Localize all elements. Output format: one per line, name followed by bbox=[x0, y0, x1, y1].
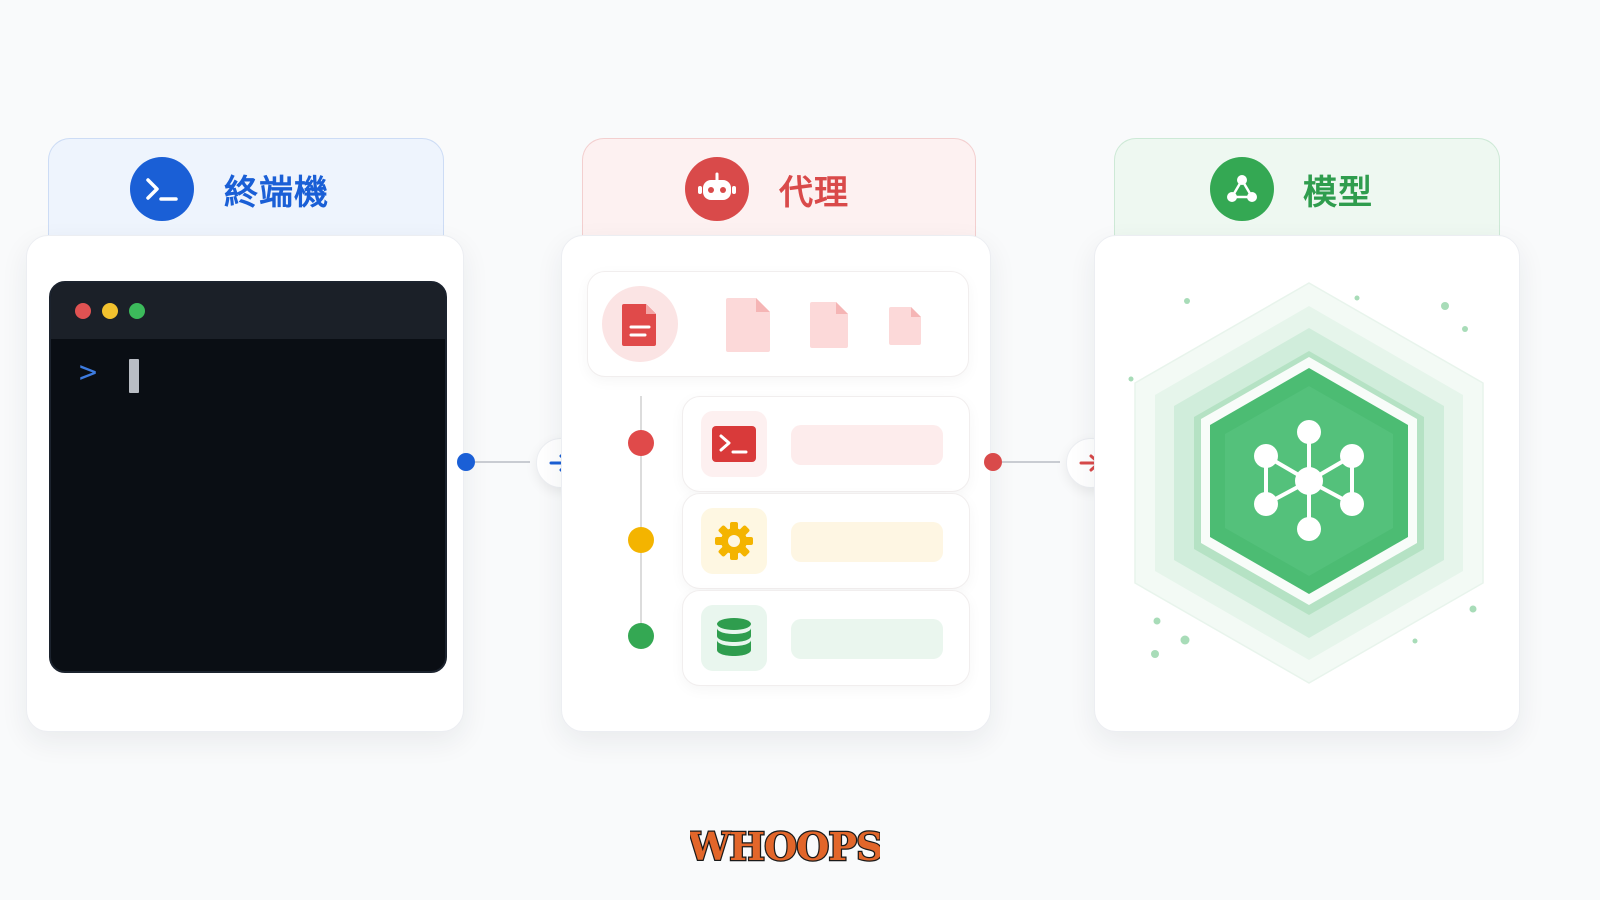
terminal-header: 終端機 bbox=[48, 138, 444, 238]
terminal-window[interactable]: > bbox=[49, 281, 447, 673]
network-hexagon-icon bbox=[1128, 282, 1484, 684]
prompt-symbol: > bbox=[79, 355, 98, 390]
timeline-line bbox=[640, 396, 642, 641]
close-dot[interactable] bbox=[75, 303, 91, 319]
tool-row-gear[interactable] bbox=[682, 493, 970, 589]
file-icon[interactable] bbox=[808, 300, 852, 350]
connector-line bbox=[1002, 461, 1060, 463]
document-icon[interactable] bbox=[602, 286, 678, 362]
agent-header: 代理 bbox=[582, 138, 976, 238]
placeholder-bar bbox=[791, 522, 943, 562]
tool-row-database[interactable] bbox=[682, 590, 970, 686]
model-panel bbox=[1094, 235, 1520, 732]
maximize-dot[interactable] bbox=[129, 303, 145, 319]
database-icon bbox=[701, 605, 767, 671]
gear-icon bbox=[701, 508, 767, 574]
agent-panel bbox=[561, 235, 991, 732]
connector-line bbox=[475, 461, 530, 463]
placeholder-bar bbox=[791, 619, 943, 659]
model-header: 模型 bbox=[1114, 138, 1500, 238]
connector-start-dot bbox=[984, 453, 1002, 471]
watermark-text: WHOOPS bbox=[690, 824, 880, 869]
connector-start-dot bbox=[457, 453, 475, 471]
context-files-card bbox=[587, 271, 969, 377]
terminal-panel: > bbox=[26, 235, 464, 732]
cursor bbox=[129, 359, 139, 393]
tool-row-terminal[interactable] bbox=[682, 396, 970, 492]
agent-title: 代理 bbox=[779, 173, 849, 213]
robot-icon bbox=[685, 157, 749, 221]
timeline-dot-yellow bbox=[628, 527, 654, 553]
whoops-logo: WHOOPS bbox=[690, 823, 880, 871]
file-icon[interactable] bbox=[888, 305, 924, 347]
minimize-dot[interactable] bbox=[102, 303, 118, 319]
network-nodes-icon bbox=[1210, 157, 1274, 221]
terminal-titlebar bbox=[51, 283, 445, 339]
terminal-icon bbox=[701, 411, 767, 477]
terminal-title: 終端機 bbox=[224, 173, 329, 213]
terminal-prompt-icon bbox=[130, 157, 194, 221]
timeline-dot-green bbox=[628, 623, 654, 649]
placeholder-bar bbox=[791, 425, 943, 465]
model-title: 模型 bbox=[1303, 173, 1373, 213]
timeline-dot-red bbox=[628, 430, 654, 456]
file-icon[interactable] bbox=[724, 296, 774, 354]
